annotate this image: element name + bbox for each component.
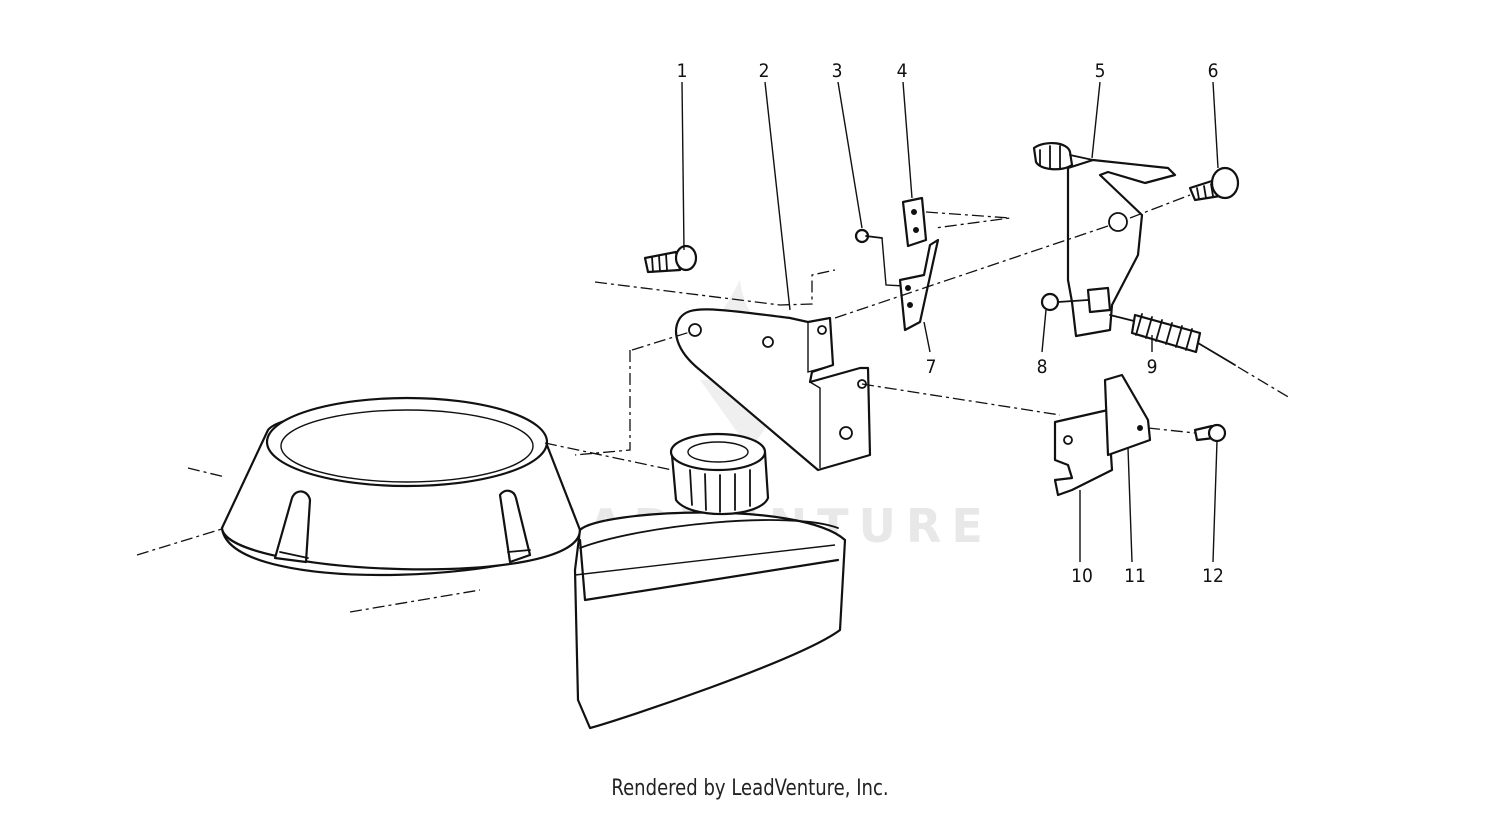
callout-10: 10	[1071, 565, 1093, 587]
leader-lines	[681, 81, 1219, 563]
screw-6	[1188, 166, 1240, 202]
spring-cable-9	[1109, 313, 1291, 399]
callout-7: 7	[926, 356, 937, 378]
callout-4: 4	[897, 60, 908, 82]
link-arm-7	[898, 238, 940, 332]
center-line-plates	[861, 383, 1061, 416]
center-line-screw-6	[1129, 194, 1191, 219]
center-line-bottom	[136, 527, 226, 556]
fuel-cap	[669, 432, 770, 516]
callout-6: 6	[1208, 60, 1219, 82]
center-line-lower	[349, 589, 481, 613]
ball-8	[1040, 292, 1089, 312]
center-line-left	[187, 467, 226, 478]
control-bracket	[674, 308, 872, 472]
callout-2: 2	[759, 60, 770, 82]
air-cleaner-housing	[220, 396, 582, 577]
screw-1	[643, 244, 698, 274]
control-lever-5	[1032, 142, 1177, 338]
fuel-tank	[573, 511, 847, 730]
callout-9: 9	[1147, 356, 1158, 378]
credit-text: Rendered by LeadVenture, Inc.	[611, 776, 889, 801]
plate-10	[1053, 408, 1114, 497]
callout-11: 11	[1124, 565, 1146, 587]
screw-12	[1147, 423, 1227, 443]
callout-8: 8	[1037, 356, 1048, 378]
plate-11	[1103, 373, 1152, 457]
center-line-lever	[834, 225, 1109, 319]
callout-5: 5	[1095, 60, 1106, 82]
center-line-bracket-left	[574, 350, 631, 456]
callout-labels: 1 2 3 4 5 6 7 8 9 10 11 12	[677, 60, 1224, 587]
center-line-cap	[544, 442, 673, 471]
center-line-screw-1	[594, 269, 836, 306]
callout-1: 1	[677, 60, 688, 82]
callout-3: 3	[832, 60, 843, 82]
callout-12: 12	[1202, 565, 1224, 587]
link-plate-4	[901, 196, 1011, 248]
center-line-bracket	[631, 331, 691, 351]
screw-3	[854, 228, 906, 287]
